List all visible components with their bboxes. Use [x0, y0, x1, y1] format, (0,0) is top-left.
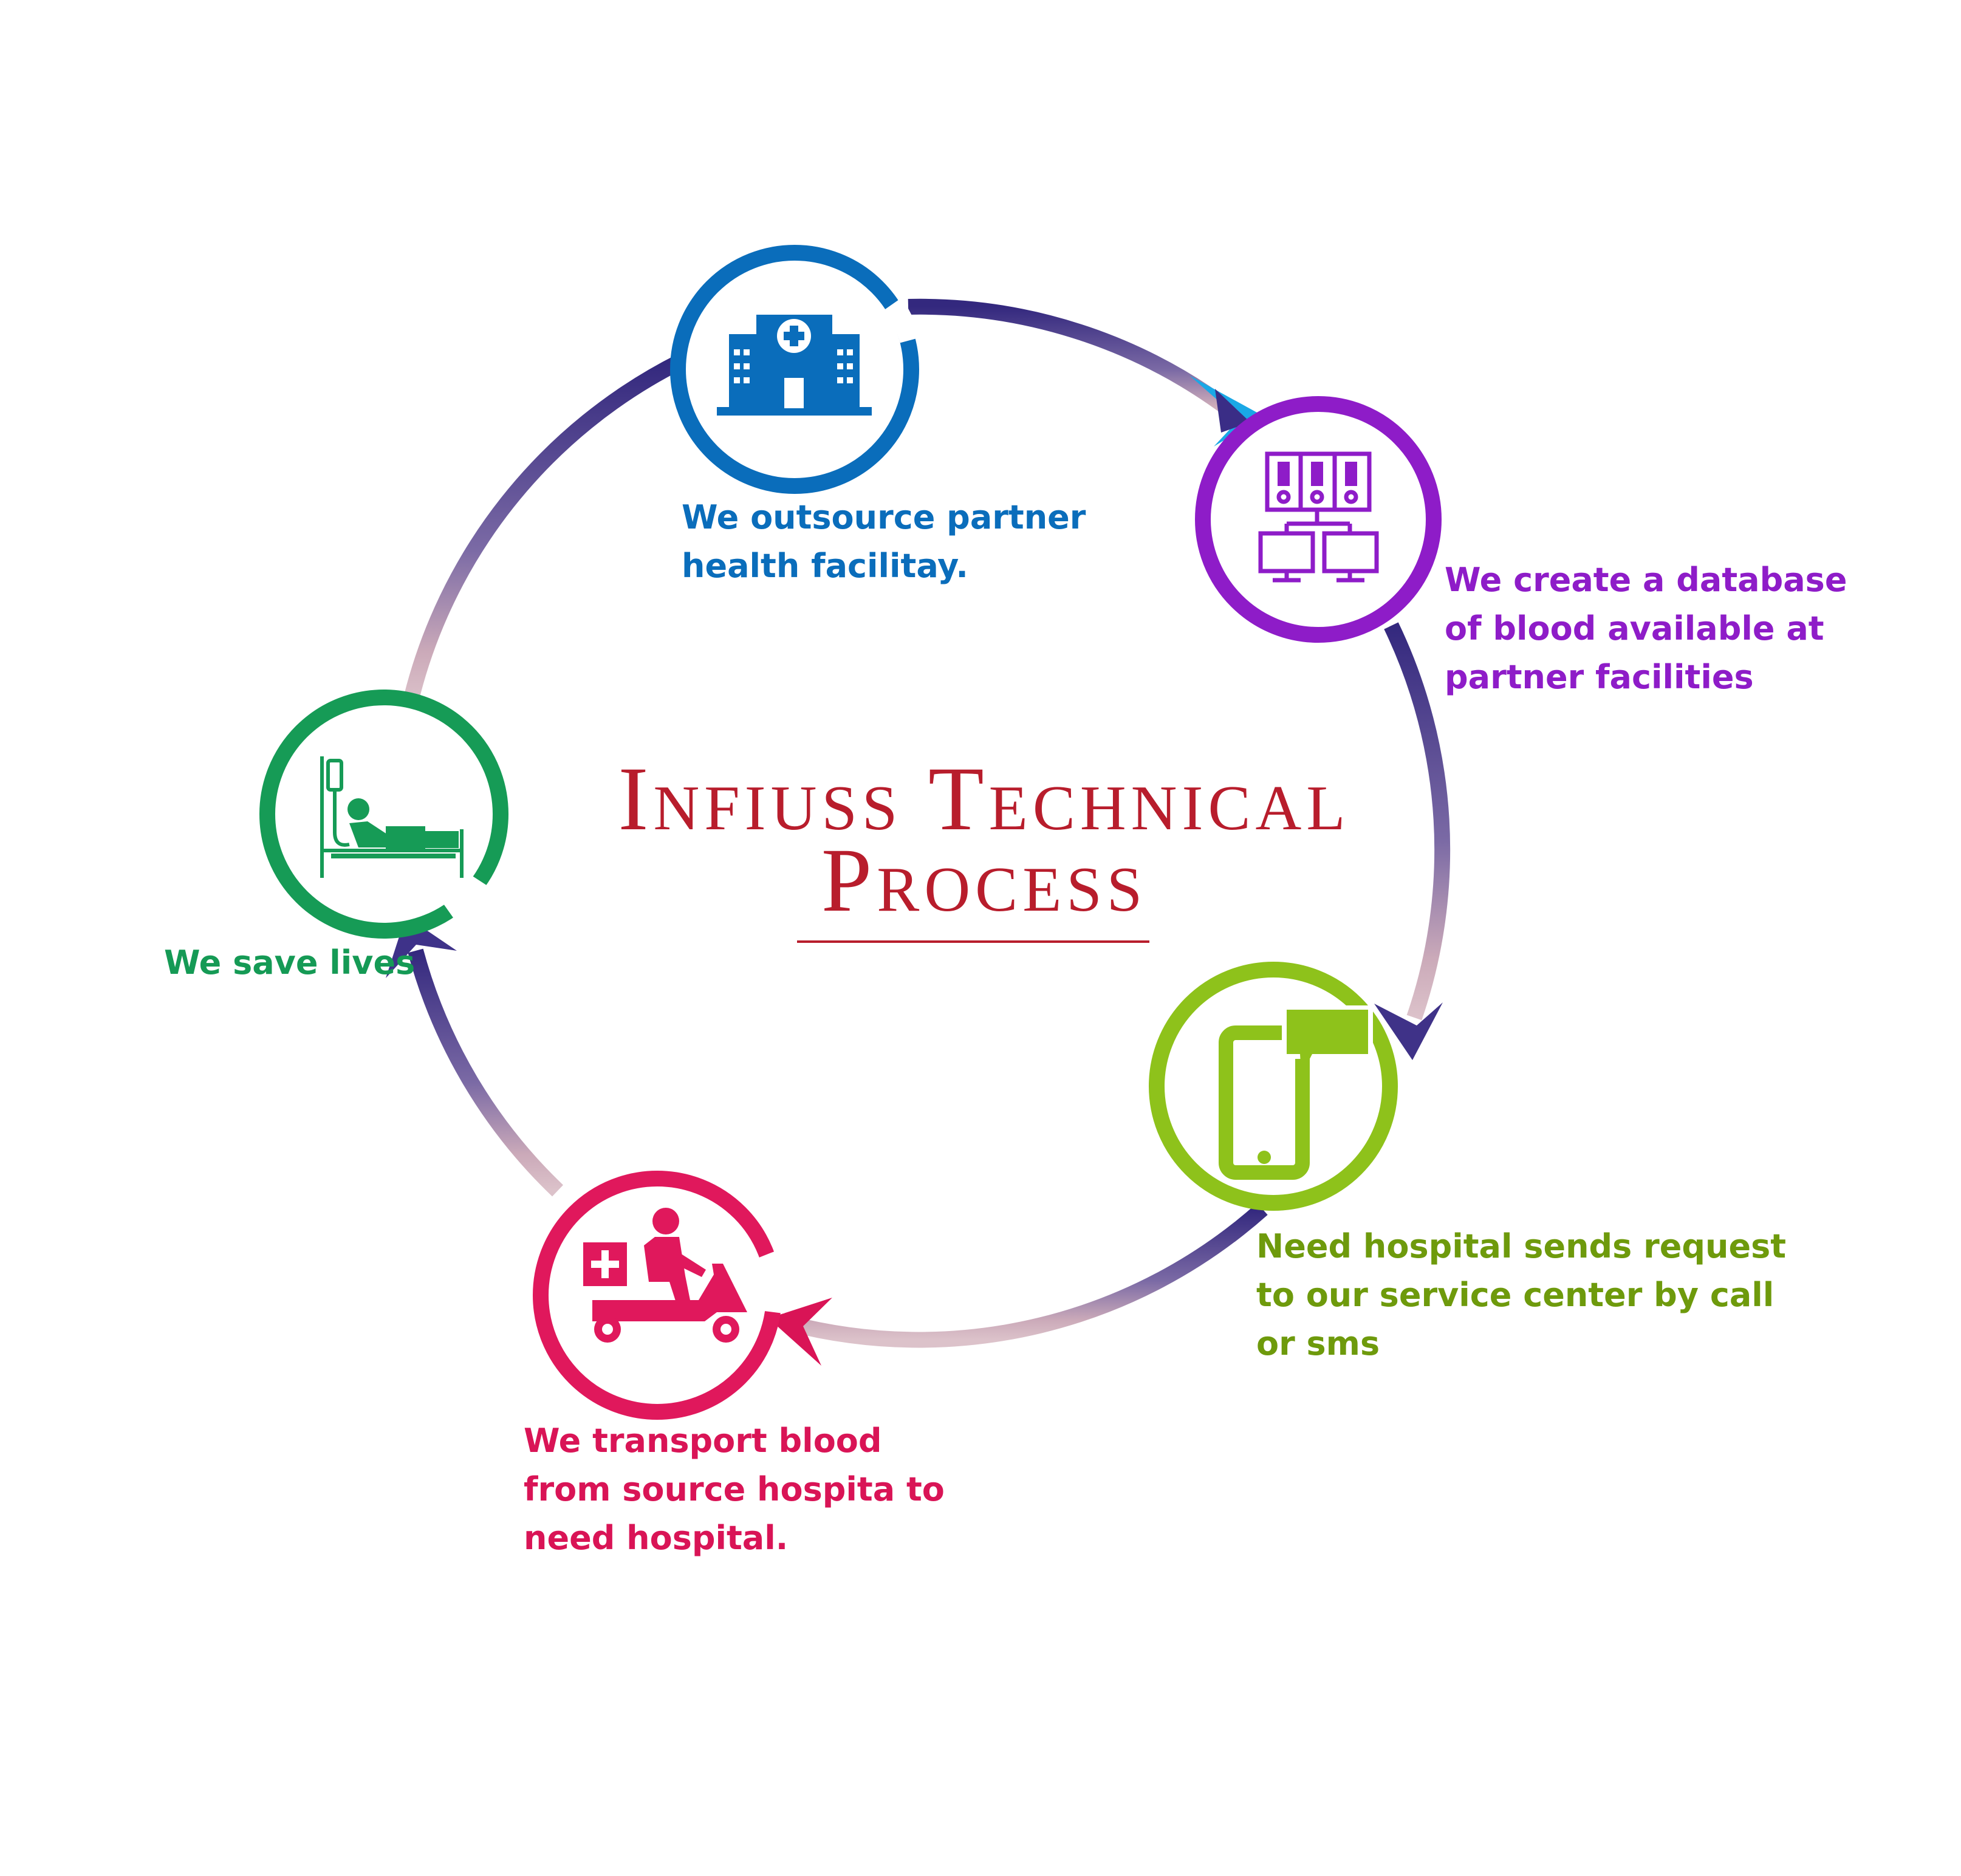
step-4-line-2: from source hospita to — [524, 1470, 945, 1508]
cycle-ring — [402, 298, 1451, 1348]
arc-1-to-2 — [908, 298, 1251, 429]
step-4-label: We transport blood from source hospita t… — [524, 1417, 945, 1563]
step-4-line-1: We transport blood — [524, 1422, 882, 1460]
step-3-line-2: to our service center by call — [1256, 1276, 1774, 1314]
title-line-2: Process — [821, 830, 1148, 931]
step-1-label: We outsource partner health facilitay. — [682, 493, 1086, 591]
step-2-line-3: partner facilities — [1445, 658, 1754, 696]
arc-4-to-5 — [408, 948, 563, 1197]
arrowhead-3 — [768, 1298, 832, 1366]
step-2-label: We create a database of blood available … — [1445, 556, 1847, 702]
arc-5-to-1 — [402, 354, 684, 706]
patient-bed-icon — [320, 756, 464, 878]
step-1-line-2: health facilitay. — [682, 547, 968, 585]
diagram-title: Infiuss Technical Process — [535, 748, 1434, 931]
arrowhead-1 — [1189, 375, 1264, 447]
step-5-line-1: We save lives — [164, 943, 416, 982]
delivery-scooter-icon — [583, 1208, 747, 1343]
phone-message-icon — [1219, 1005, 1373, 1180]
step-3-label: Need hospital sends request to our servi… — [1256, 1222, 1786, 1368]
step-5-label: We save lives — [164, 939, 415, 987]
arc-3-to-4 — [786, 1203, 1268, 1348]
arc-2-to-3 — [1384, 622, 1451, 1021]
step-circle-5 — [259, 690, 508, 939]
title-underline — [797, 940, 1149, 943]
step-3-line-3: or sms — [1256, 1324, 1380, 1363]
step-4-line-3: need hospital. — [524, 1519, 789, 1557]
hospital-icon — [717, 315, 872, 416]
step-3-line-1: Need hospital sends request — [1256, 1227, 1787, 1265]
database-network-icon — [1258, 451, 1379, 583]
step-circle-4 — [533, 1171, 785, 1420]
title-line-1: Infiuss Technical — [618, 748, 1350, 849]
arrowhead-2 — [1374, 1002, 1443, 1060]
step-1-line-1: We outsource partner — [682, 498, 1086, 536]
step-2-line-1: We create a database — [1445, 561, 1847, 599]
step-2-line-2: of blood available at — [1445, 609, 1824, 648]
